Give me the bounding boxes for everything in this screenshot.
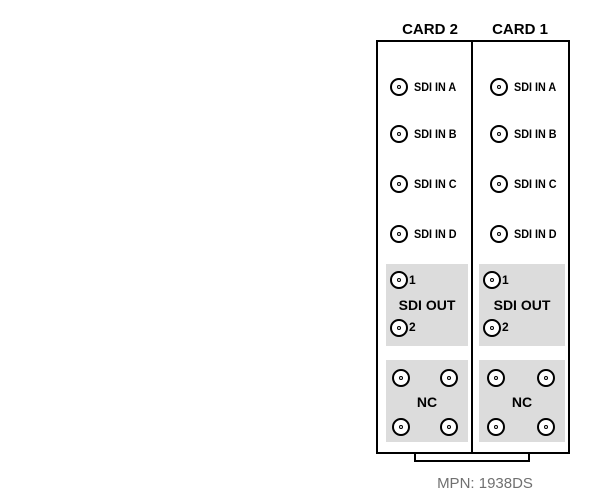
bnc-connector-icon (487, 418, 505, 436)
bnc-connector-icon (487, 369, 505, 387)
input-label: SDI IN B (414, 127, 457, 141)
nc-label: NC (511, 394, 533, 410)
bnc-connector-icon (440, 369, 458, 387)
card-2-title: CARD 2 (402, 21, 458, 38)
output-port-number: 1 (502, 273, 509, 287)
bnc-connector-icon[interactable] (490, 225, 508, 243)
mpn-label: MPN: 1938DS (437, 475, 533, 492)
bnc-connector-icon (392, 369, 410, 387)
bnc-connector-icon[interactable] (390, 78, 408, 96)
bnc-connector-icon (440, 418, 458, 436)
input-label: SDI IN C (514, 177, 557, 191)
card-1-title: CARD 1 (492, 21, 548, 38)
input-label: SDI IN D (414, 227, 457, 241)
bnc-connector-icon[interactable] (390, 225, 408, 243)
bnc-connector-icon[interactable] (390, 125, 408, 143)
sdi-out-label: SDI OUT (398, 297, 456, 313)
input-label: SDI IN D (514, 227, 557, 241)
bnc-connector-icon[interactable] (490, 175, 508, 193)
input-label: SDI IN A (414, 80, 457, 94)
nc-label: NC (416, 394, 438, 410)
bnc-connector-icon[interactable] (390, 175, 408, 193)
bnc-connector-icon (537, 418, 555, 436)
output-port-number: 2 (409, 320, 416, 334)
panel-divider (471, 40, 473, 454)
input-label: SDI IN A (514, 80, 557, 94)
bnc-connector-icon[interactable] (490, 125, 508, 143)
bnc-connector-icon[interactable] (483, 271, 501, 289)
output-port-number: 2 (502, 320, 509, 334)
bnc-connector-icon (537, 369, 555, 387)
panel-bracket (414, 452, 530, 462)
bnc-connector-icon[interactable] (483, 319, 501, 337)
sdi-out-label: SDI OUT (493, 297, 551, 313)
input-label: SDI IN C (414, 177, 457, 191)
output-port-number: 1 (409, 273, 416, 287)
bnc-connector-icon (392, 418, 410, 436)
input-label: SDI IN B (514, 127, 557, 141)
bnc-connector-icon[interactable] (390, 319, 408, 337)
bnc-connector-icon[interactable] (390, 271, 408, 289)
bnc-connector-icon[interactable] (490, 78, 508, 96)
